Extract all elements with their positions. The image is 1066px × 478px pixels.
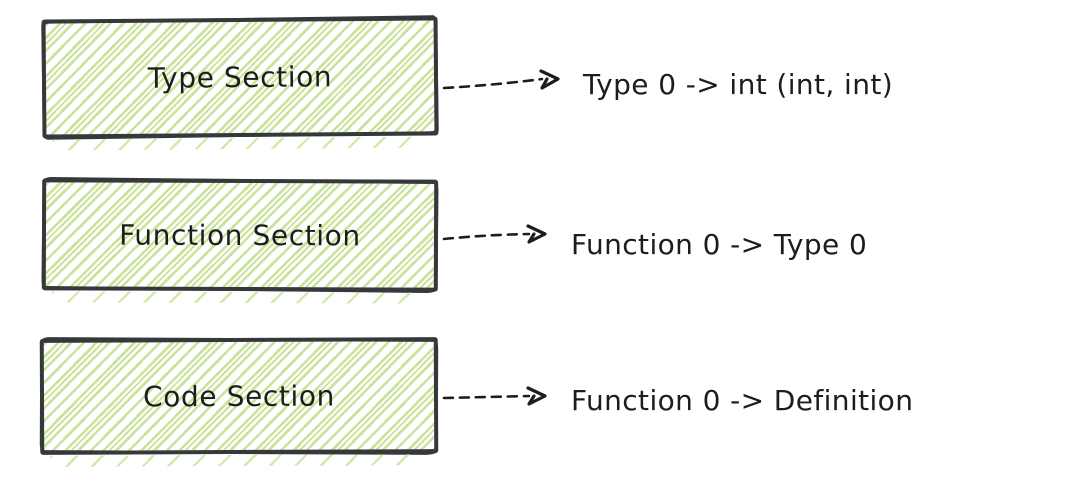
arrow-shaft [442, 232, 531, 241]
code-annotation: Function 0 -> Definition [571, 384, 914, 417]
arrowhead-icon [526, 224, 547, 244]
type-section-label: Type Section [147, 60, 333, 95]
code-section-label: Code Section [143, 379, 335, 413]
arrowhead-icon [526, 386, 547, 406]
function-annotation: Function 0 -> Type 0 [571, 228, 868, 261]
code-section-box: Code Section [39, 337, 439, 455]
arrow-shaft [442, 77, 544, 90]
type-section-box: Type Section [41, 16, 439, 139]
dashed-arrow-code [442, 386, 547, 406]
arrowhead-icon [539, 69, 560, 90]
dashed-arrow-function [442, 224, 547, 244]
type-annotation: Type 0 -> int (int, int) [583, 68, 894, 101]
function-section-box: Function Section [41, 178, 439, 292]
arrow-shaft [442, 394, 531, 400]
function-section-label: Function Section [119, 218, 361, 252]
dashed-arrow-type [442, 69, 560, 90]
